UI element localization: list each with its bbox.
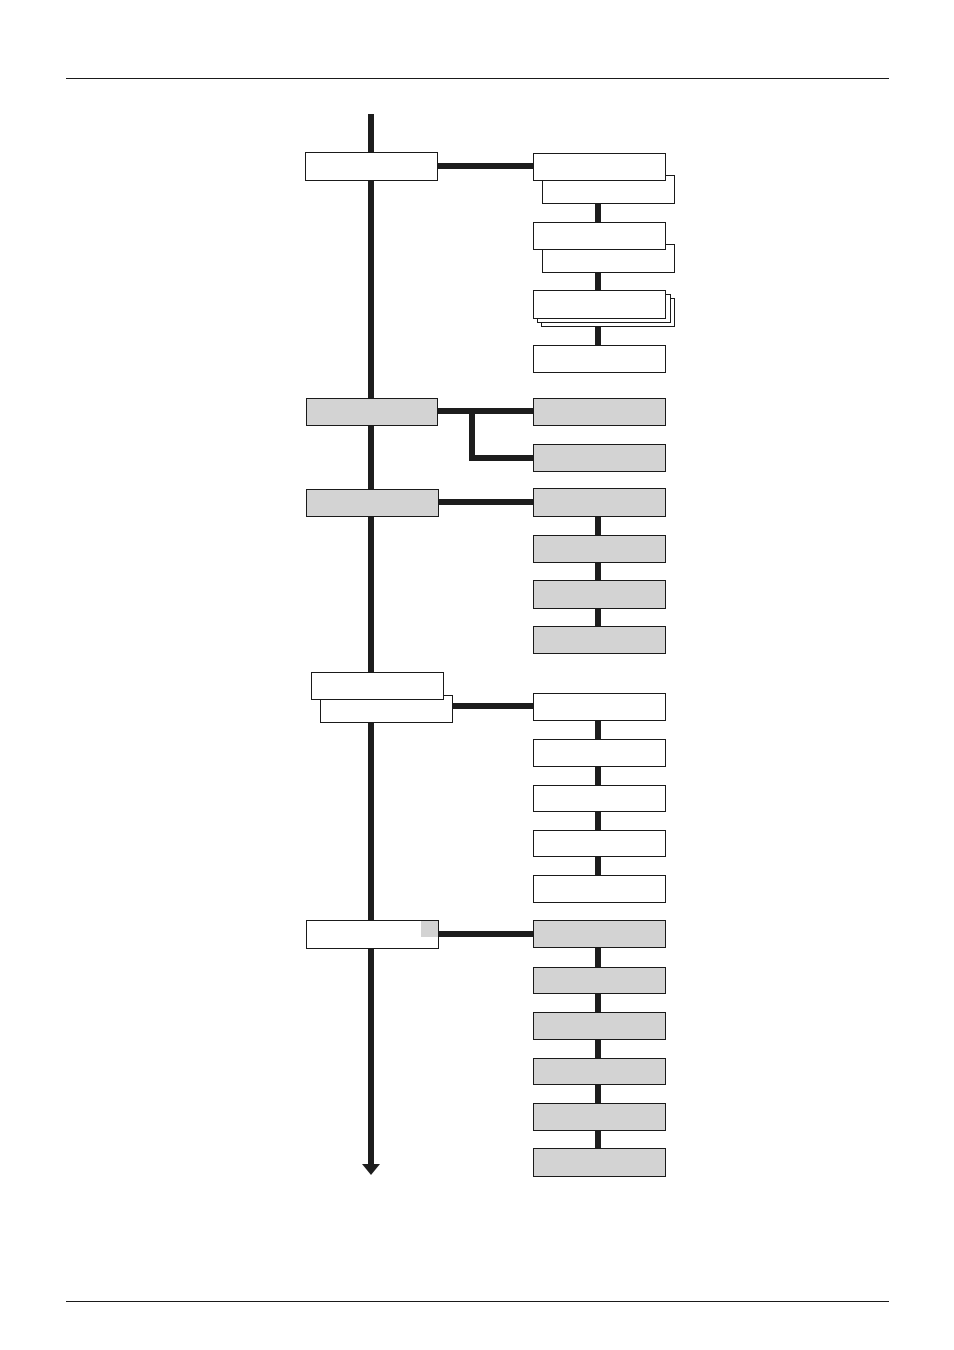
submenu-box <box>533 1148 666 1177</box>
main-menu-box <box>306 489 439 517</box>
branch-connector <box>437 408 534 414</box>
main-menu-box <box>305 152 438 181</box>
sub-connector <box>595 719 601 740</box>
branch-connector <box>452 703 534 709</box>
branch-connector <box>469 455 534 461</box>
sub-connector <box>595 1039 601 1059</box>
sub-connector <box>595 608 601 627</box>
sub-connector <box>595 272 601 291</box>
branch-connector <box>438 499 534 505</box>
sub-connector <box>595 993 601 1013</box>
branch-connector <box>438 931 534 937</box>
submenu-box <box>533 1103 666 1131</box>
header-rule <box>66 78 889 79</box>
main-menu-box <box>311 672 444 700</box>
submenu-box <box>533 830 666 857</box>
submenu-box <box>533 1058 666 1085</box>
sub-connector <box>595 1084 601 1104</box>
footer-rule <box>66 1301 889 1302</box>
sub-connector <box>595 947 601 968</box>
submenu-box <box>533 398 666 426</box>
submenu-box <box>533 488 666 517</box>
sub-connector <box>595 203 601 223</box>
submenu-box <box>533 222 666 250</box>
submenu-box <box>533 153 666 181</box>
main-flow-line <box>368 114 374 1167</box>
branch-connector <box>437 163 534 169</box>
submenu-box <box>533 693 666 721</box>
submenu-box <box>533 785 666 812</box>
submenu-box <box>533 626 666 654</box>
submenu-box <box>533 875 666 903</box>
sub-connector <box>595 766 601 786</box>
submenu-box <box>533 345 666 373</box>
sub-connector <box>595 562 601 581</box>
submenu-box <box>533 444 666 472</box>
submenu-box <box>533 920 666 948</box>
branch-connector <box>469 408 475 461</box>
submenu-box <box>533 739 666 767</box>
submenu-box <box>533 580 666 609</box>
submenu-box <box>533 290 666 319</box>
sub-connector <box>595 326 601 346</box>
submenu-box <box>533 1012 666 1040</box>
submenu-box <box>533 535 666 563</box>
sub-connector <box>595 1130 601 1149</box>
main-menu-box <box>306 920 439 949</box>
shaded-corner-marker <box>421 921 438 937</box>
flow-arrow-icon <box>362 1164 380 1175</box>
main-menu-box <box>306 398 438 426</box>
sub-connector <box>595 516 601 536</box>
sub-connector <box>595 811 601 831</box>
submenu-box <box>533 967 666 994</box>
sub-connector <box>595 856 601 876</box>
